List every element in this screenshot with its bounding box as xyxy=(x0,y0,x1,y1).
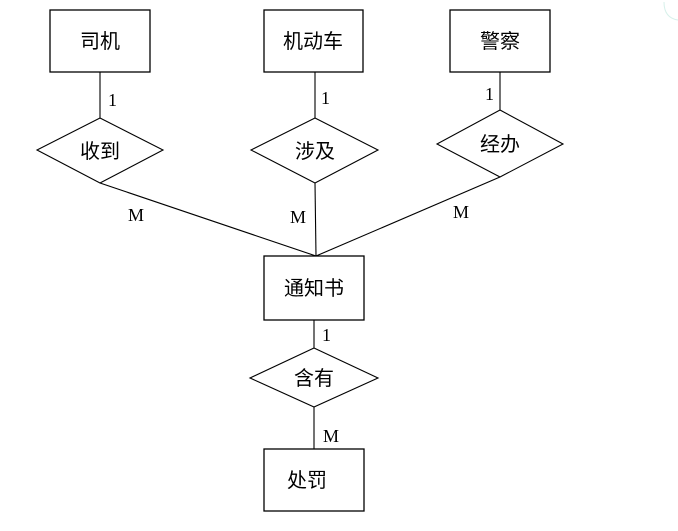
edge-decoration xyxy=(663,1,678,21)
relationship-involves: 涉及 xyxy=(249,117,380,184)
entity-police-label: 警察 xyxy=(480,29,520,53)
entity-vehicle-label: 机动车 xyxy=(283,29,343,53)
relationship-contains: 含有 xyxy=(248,347,380,408)
entity-driver: 司机 xyxy=(49,9,151,73)
entity-notice-label: 通知书 xyxy=(284,276,344,300)
relationship-receives: 收到 xyxy=(35,117,165,184)
line-handles-notice xyxy=(315,176,501,257)
line-receives-notice xyxy=(99,182,317,257)
relationship-contains-label: 含有 xyxy=(294,366,334,390)
entity-notice: 通知书 xyxy=(263,255,365,321)
line-involves-notice xyxy=(314,182,317,257)
cardinality-receives-many: M xyxy=(128,205,144,225)
cardinality-driver-one: 1 xyxy=(108,90,117,110)
relationship-involves-label: 涉及 xyxy=(295,139,335,163)
cardinality-penalty-many: M xyxy=(323,426,339,446)
entity-driver-label: 司机 xyxy=(80,29,120,53)
entity-penalty: 处罚 xyxy=(263,448,365,512)
entity-vehicle: 机动车 xyxy=(263,9,364,73)
cardinality-handles-many: M xyxy=(453,202,469,222)
relationship-receives-label: 收到 xyxy=(80,139,120,163)
entity-police: 警察 xyxy=(449,9,551,73)
cardinality-police-one: 1 xyxy=(485,84,494,104)
cardinality-notice-one: 1 xyxy=(322,325,331,345)
cardinality-involves-many: M xyxy=(290,207,306,227)
cardinality-vehicle-one: 1 xyxy=(321,88,330,108)
relationship-handles: 经办 xyxy=(435,109,565,178)
entity-penalty-label: 处罚 xyxy=(287,468,327,492)
relationship-handles-label: 经办 xyxy=(480,132,520,156)
